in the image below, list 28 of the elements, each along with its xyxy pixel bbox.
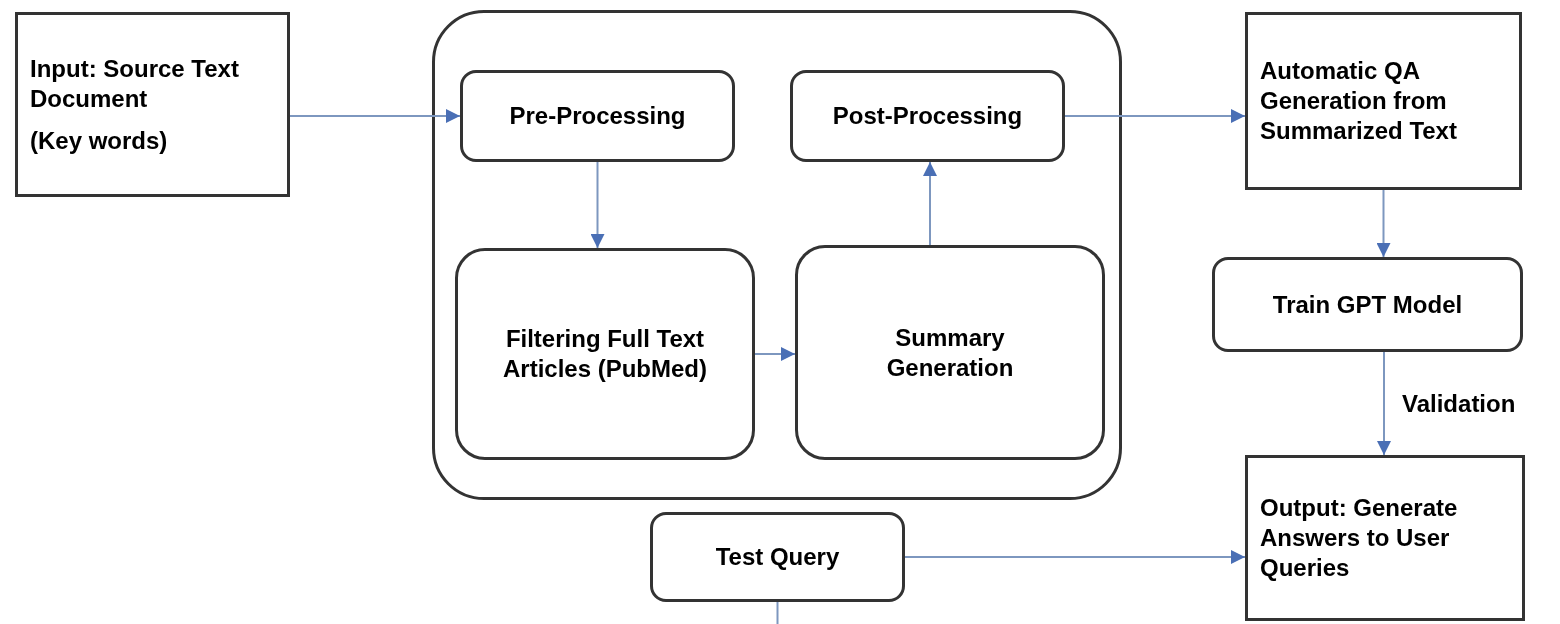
process-box — [1245, 455, 1525, 621]
arrow — [923, 161, 937, 246]
box-label: Post-Processing — [832, 101, 1023, 131]
arrow — [1377, 351, 1391, 456]
process-box — [795, 245, 1105, 460]
arrow — [1376, 189, 1391, 258]
arrow — [590, 161, 605, 249]
arrow — [1064, 109, 1246, 123]
process-box — [15, 12, 290, 197]
box-label: Automatic QA Generation from Summarized Text — [1260, 56, 1458, 146]
process-box — [650, 512, 905, 602]
process-box — [460, 70, 735, 162]
box-label: Output: Generate Answers to User Queries — [1260, 493, 1459, 583]
process-box — [790, 70, 1065, 162]
box-label: Train GPT Model — [1272, 289, 1463, 320]
box-label: Summary Generation — [885, 322, 1015, 383]
box-label: (Key words) — [30, 125, 168, 156]
process-box — [1212, 257, 1523, 352]
process-box — [1245, 12, 1522, 190]
box-label: Pre-Processing — [509, 101, 686, 131]
box-label: Test Query — [715, 542, 840, 572]
group-container — [432, 10, 1122, 500]
arrow — [754, 347, 796, 361]
process-box — [455, 248, 755, 460]
arrow — [289, 109, 461, 123]
box-label: Filtering Full Text Articles (PubMed) — [502, 324, 708, 384]
arrow — [904, 550, 1246, 564]
box-label: Input: Source Text Document — [30, 53, 240, 114]
